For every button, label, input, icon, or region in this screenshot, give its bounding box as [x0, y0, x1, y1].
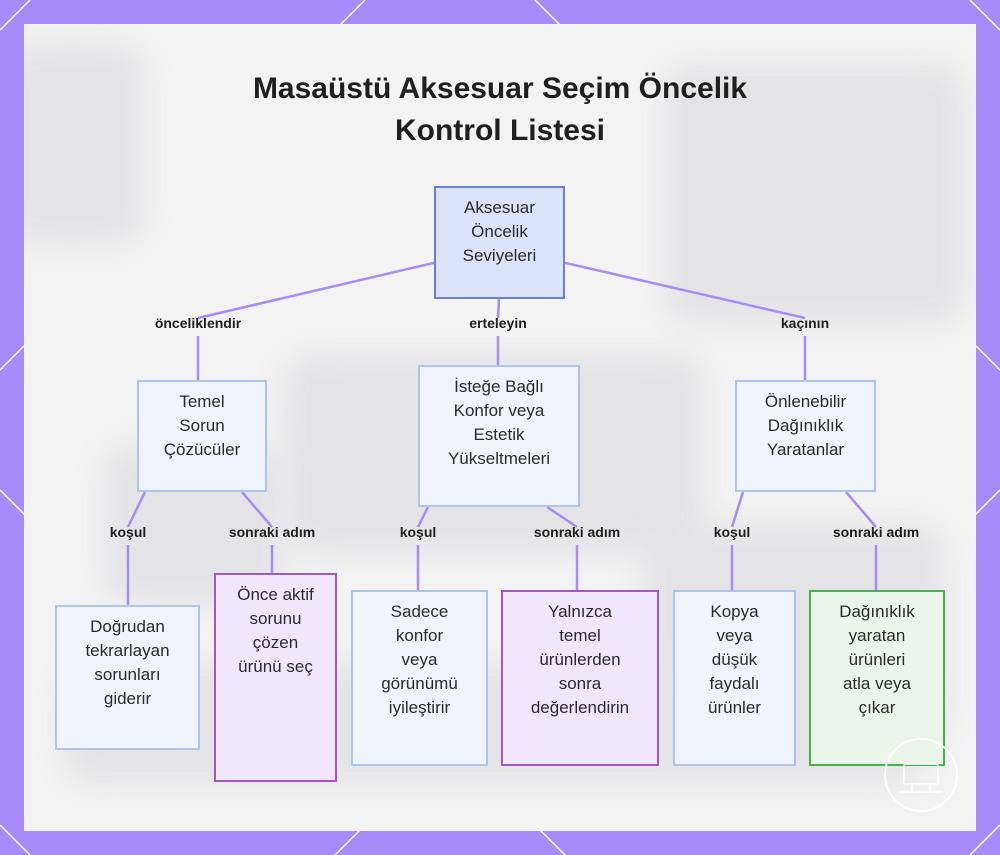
- connector-line: [565, 263, 805, 318]
- watermark-logo-icon: [884, 738, 958, 812]
- connector-line: [128, 492, 145, 527]
- edge-label: koşul: [714, 523, 751, 541]
- connector-line: [732, 492, 743, 527]
- edge-label: kaçının: [781, 314, 829, 332]
- edge-label: sonraki adım: [229, 523, 315, 541]
- edge-label: sonraki adım: [534, 523, 620, 541]
- edge-label: koşul: [110, 523, 147, 541]
- edge-label: önceliklendir: [155, 314, 241, 332]
- connector-line: [846, 492, 876, 527]
- node-basic: Temel Sorun Çözücüler: [137, 380, 267, 492]
- node-optional-next: Yalnızca temel ürünlerden sonra değerlen…: [501, 590, 659, 766]
- node-clutter-condition: Kopya veya düşük faydalı ürünler: [673, 590, 796, 766]
- connector-line: [198, 263, 434, 318]
- node-root: Aksesuar Öncelik Seviyeleri: [434, 186, 565, 299]
- node-optional: İsteğe Bağlı Konfor veya Estetik Yükselt…: [418, 365, 580, 507]
- node-basic-next: Önce aktif sorunu çözen ürünü seç: [214, 573, 337, 782]
- node-basic-condition: Doğrudan tekrarlayan sorunları giderir: [55, 605, 200, 750]
- node-optional-condition: Sadece konfor veya görünümü iyileştirir: [351, 590, 488, 766]
- node-clutter: Önlenebilir Dağınıklık Yaratanlar: [735, 380, 876, 492]
- connector-line: [242, 492, 272, 527]
- edge-label: erteleyin: [469, 314, 527, 332]
- edge-label: koşul: [400, 523, 437, 541]
- edge-label: sonraki adım: [833, 523, 919, 541]
